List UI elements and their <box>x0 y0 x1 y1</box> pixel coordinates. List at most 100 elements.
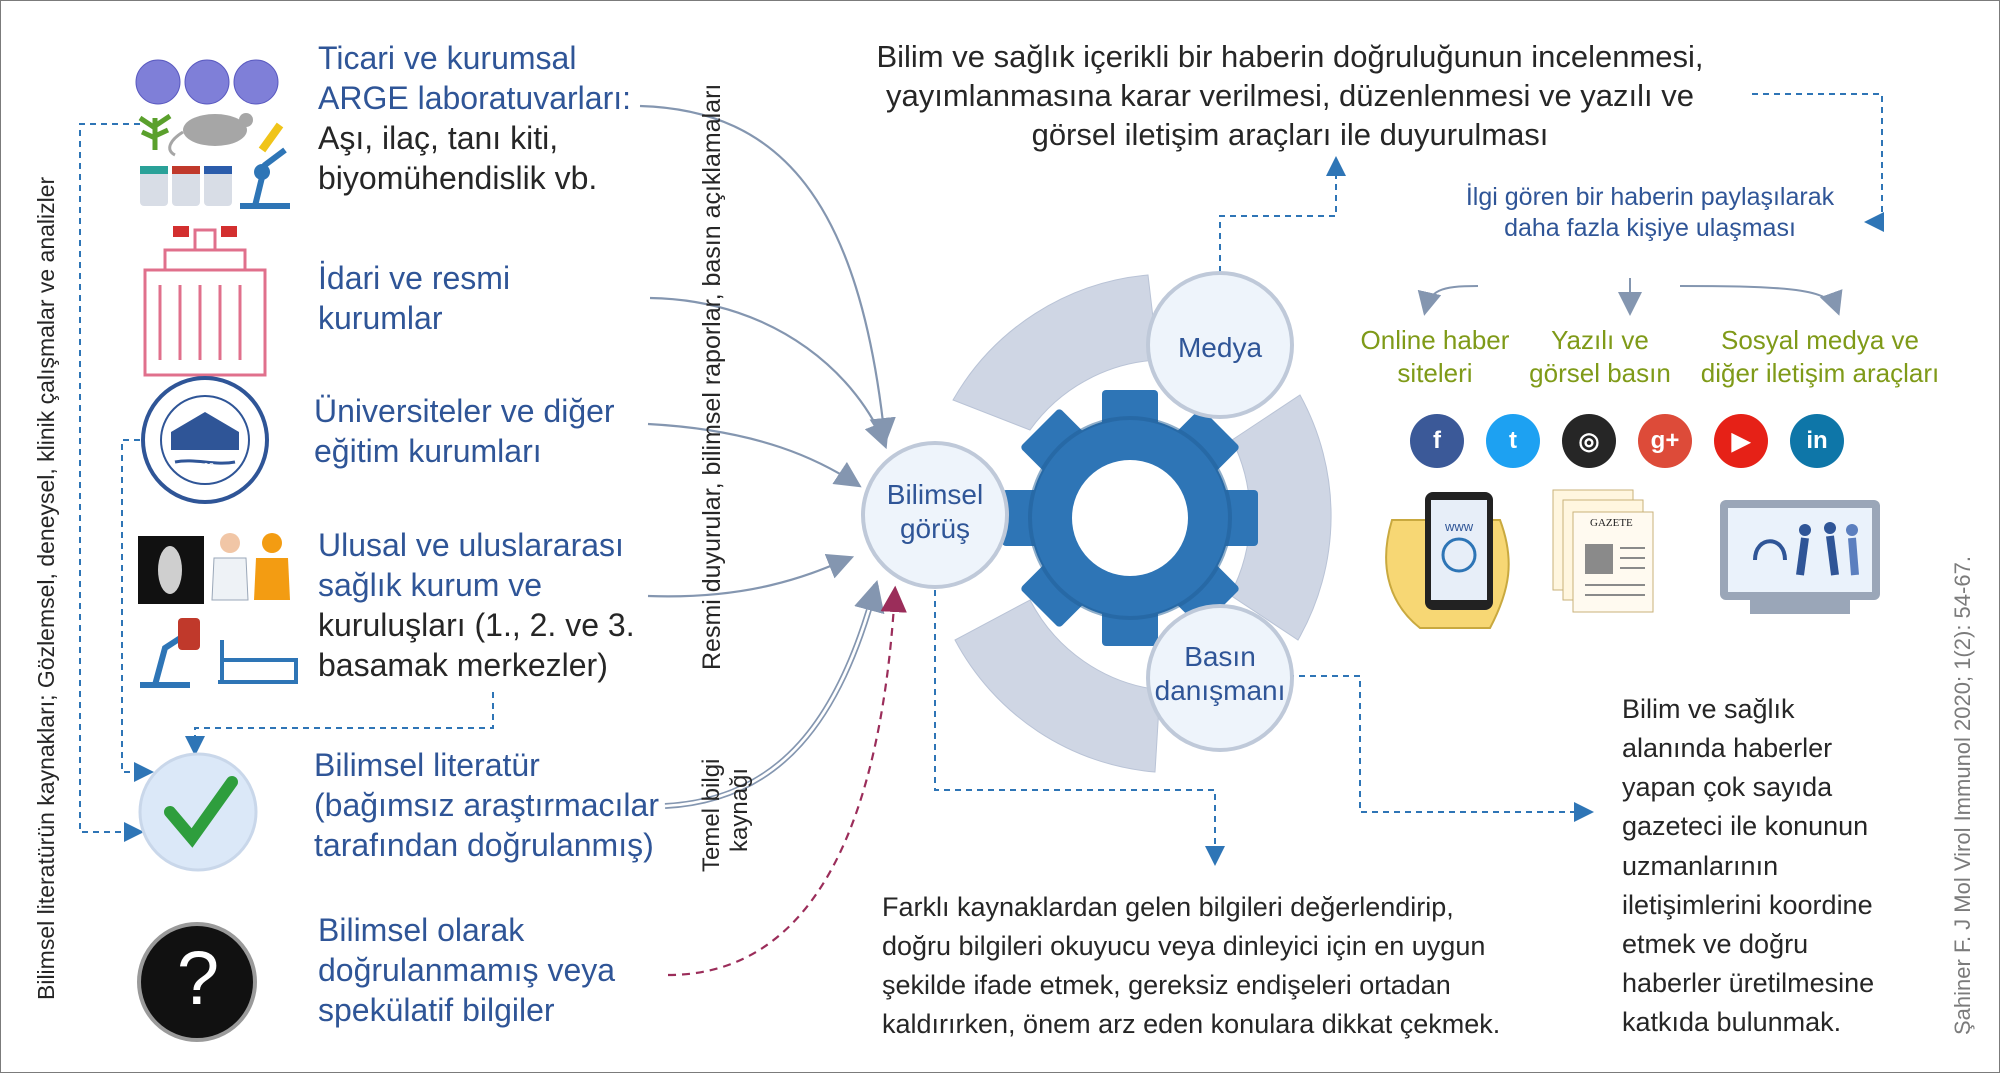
bottom-line1: Farklı kaynaklardan gelen bilgileri değe… <box>882 892 1454 922</box>
health-line2: sağlık kurum ve <box>318 567 543 603</box>
right-line1: Bilim ve sağlık <box>1622 694 1795 724</box>
online-line2: siteleri <box>1397 357 1473 388</box>
source-administrative: İdari ve resmi kurumlar <box>318 258 510 338</box>
mouse-icon <box>168 113 253 157</box>
right-line7: etmek ve doğru <box>1622 928 1809 959</box>
arrow-to-social <box>1679 285 1843 316</box>
official-vertical-label: Resmi duyurular, bilimsel raporlar, bası… <box>698 83 726 670</box>
arrow-literature-double <box>664 584 879 809</box>
check-circle <box>138 752 258 872</box>
microscope-icon-1 <box>240 147 290 209</box>
sharing-description: İlgi gören bir haberin paylaşılarak daha… <box>1400 182 1900 245</box>
hospital-bed-icon <box>218 640 298 684</box>
literature-line2: (bağımsız araştırmacılar <box>314 787 659 823</box>
arrow-unverified-dashed <box>667 585 907 977</box>
facebook-icon[interactable]: f <box>1410 414 1464 468</box>
vials-icon <box>140 166 232 206</box>
health-line3: kuruluşları (1., 2. ve 3. <box>318 607 635 643</box>
channel-print: Yazılı ve görsel basın <box>1520 324 1680 389</box>
commercial-line4: biyomühendislik vb. <box>318 160 598 196</box>
newspaper-title-label: GAZETE <box>1590 517 1633 529</box>
phone-www-label: www <box>1445 519 1474 534</box>
press-advisor-line2: danışmanı <box>1154 674 1286 706</box>
newspapers-icon <box>1552 489 1654 613</box>
arrow-health <box>647 553 855 598</box>
smartphone-hand-icon <box>1385 492 1510 629</box>
government-building-icon <box>143 226 267 377</box>
social-line2: diğer iletişim araçları <box>1700 357 1940 388</box>
bottom-center-description: Farklı kaynaklardan gelen bilgileri değe… <box>882 888 1500 1045</box>
right-line3: yapan çok sayıda <box>1622 772 1833 803</box>
ring-segment-top-left <box>952 274 1159 431</box>
commercial-line1: Ticari ve kurumsal <box>318 40 577 76</box>
question-mark-icon: ? <box>176 936 220 1021</box>
arrow-to-online <box>1417 285 1479 316</box>
blood-bag-icon <box>178 618 200 650</box>
instagram-icon[interactable]: ◎ <box>1562 414 1616 468</box>
left-vertical-label: Bilimsel literatürün kaynakları; Gözlems… <box>33 176 59 1000</box>
literature-line1: Bilimsel literatür <box>314 747 540 783</box>
pipette-icon <box>258 122 284 153</box>
source-commercial: Ticari ve kurumsal ARGE laboratuvarları:… <box>318 38 631 198</box>
twitter-icon[interactable]: t <box>1486 414 1540 468</box>
dashed-bracket-left-outer <box>79 123 144 842</box>
channel-online: Online haber siteleri <box>1355 324 1515 389</box>
ring-segment-right <box>1229 394 1332 641</box>
google-plus-icon[interactable]: g+ <box>1638 414 1692 468</box>
dashed-bracket-left-inner <box>121 439 154 782</box>
source-unverified: Bilimsel olarak doğrulanmamış veya spekü… <box>318 910 615 1030</box>
literature-line3: tarafından doğrulanmış) <box>314 827 654 863</box>
basic-source-line1: Temel bilgi <box>698 758 725 872</box>
youtube-icon[interactable]: ▶ <box>1714 414 1768 468</box>
administrative-line2: kurumlar <box>318 300 443 336</box>
health-line4: basamak merkezler) <box>318 647 608 683</box>
top-line2: yayımlanmasına karar verilmesi, düzenlen… <box>885 77 1695 113</box>
unverified-line3: spekülatif bilgiler <box>318 992 555 1028</box>
question-circle <box>137 922 257 1042</box>
right-line2: alanında haberler <box>1622 733 1833 764</box>
citation-label: Şahiner F. J Mol Virol Immunol 2020; 1(2… <box>1950 556 1975 1035</box>
university-seal-icon <box>141 376 269 504</box>
medical-scan-icon <box>138 536 204 604</box>
bottom-line3: şekilde ifade etmek, gereksiz endişeleri… <box>882 970 1451 1001</box>
press-advisor-label: Basın danışmanı <box>1140 640 1300 707</box>
linkedin-icon[interactable]: in <box>1790 414 1844 468</box>
scientific-opinion-circle <box>861 441 1009 589</box>
basic-source-label: Temel bilgi kaynağı <box>698 759 753 872</box>
checkmark-icon <box>164 776 238 848</box>
print-line2: görsel basın <box>1529 357 1671 388</box>
source-health-institutions: Ulusal ve uluslararası sağlık kurum ve k… <box>318 525 635 685</box>
universities-line2: eğitim kurumları <box>314 433 542 469</box>
right-line6: iletişimlerini koordine <box>1622 889 1873 920</box>
scientific-opinion-line2: görüş <box>899 512 971 544</box>
commercial-line2: ARGE laboratuvarları: <box>318 80 632 116</box>
arrow-commercial <box>639 104 896 445</box>
right-line5: uzmanlarının <box>1622 850 1779 881</box>
right-description: Bilim ve sağlık alanında haberler yapan … <box>1622 690 1874 1042</box>
dashed-media-up <box>1219 156 1346 272</box>
protective-suit-icon <box>254 533 290 600</box>
right-line8: haberler üretilmesine <box>1622 967 1875 998</box>
source-universities: Üniversiteler ve diğer eğitim kurumları <box>314 391 615 471</box>
monitor-people-icon <box>1720 500 1880 614</box>
press-advisor-line1: Basın <box>1184 641 1256 672</box>
sharing-line2: daha fazla kişiye ulaşması <box>1504 214 1796 243</box>
plant-icon <box>138 113 172 150</box>
petri-dishes-icon <box>135 59 279 105</box>
dashed-heading-right <box>1752 93 1884 232</box>
commercial-line3: Aşı, ilaç, tanı kiti, <box>318 120 559 156</box>
right-line4: gazeteci ile konunun <box>1622 811 1869 842</box>
administrative-line1: İdari ve resmi <box>318 260 511 296</box>
gear-icon <box>1002 390 1258 646</box>
print-line1: Yazılı ve <box>1551 325 1649 355</box>
unverified-line1: Bilimsel olarak <box>318 912 525 948</box>
universities-line1: Üniversiteler ve diğer <box>314 393 615 429</box>
media-label: Medya <box>1177 332 1263 363</box>
top-description: Bilim ve sağlık içerikli bir haberin doğ… <box>840 38 1740 154</box>
basic-source-line2: kaynağı <box>725 767 753 852</box>
press-advisor-circle <box>1146 604 1294 752</box>
dashed-opinion-down <box>934 590 1225 866</box>
bottom-line2: doğru bilgileri okuyucu veya dinleyici i… <box>882 931 1486 962</box>
